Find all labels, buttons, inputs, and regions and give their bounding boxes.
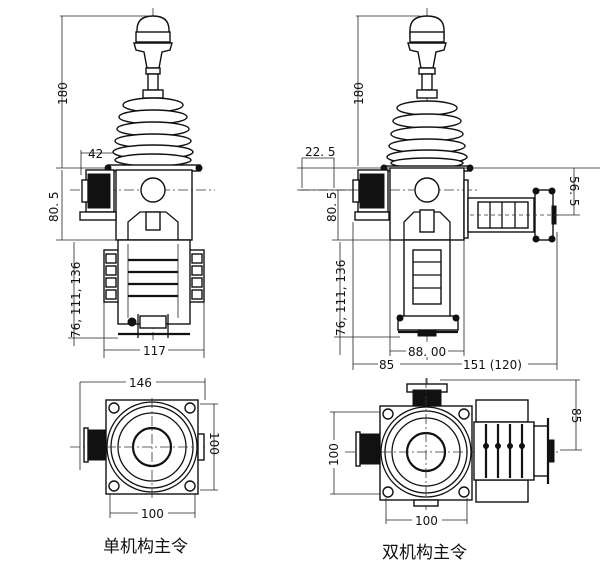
- dim-side-100-double: 100: [327, 443, 341, 466]
- double-top-view: 85 100 1: [326, 378, 583, 563]
- dim-bottom-100-double: 100: [415, 514, 438, 528]
- dim-88: 88. 00: [408, 345, 446, 359]
- contact-rows: [105, 244, 203, 318]
- dim-bottom-100: 100: [141, 507, 164, 521]
- dim-146: 146: [129, 376, 152, 390]
- dim-180: 180: [56, 82, 70, 105]
- dim-side-100: 100: [207, 432, 221, 455]
- caption-double: 双机构主令: [382, 543, 467, 563]
- caption-single: 单机构主令: [103, 537, 188, 557]
- dim-22-5: 22. 5: [305, 145, 336, 159]
- dim-85: 85: [379, 358, 394, 372]
- dim-80-5: 80. 5: [47, 191, 61, 222]
- single-dimensions: 180 42 80. 5 76, 111, 136 117: [47, 15, 205, 358]
- dim-151-120: 151 (120): [463, 358, 522, 372]
- dim-76-111-136: 76, 111, 136: [69, 262, 83, 338]
- dim-76-111-136-double: 76, 111, 136: [334, 260, 348, 336]
- dim-85-top: 85: [569, 408, 583, 423]
- single-top-view: 146 100 100 单机构主令: [70, 375, 221, 557]
- dim-56-5: 56. 5: [567, 176, 581, 207]
- double-dimensions: 180 22. 5 80. 5 56. 5 76, 111, 136 88. 0…: [297, 15, 600, 372]
- dim-180-double: 180: [352, 82, 366, 105]
- dim-80-5-double: 80. 5: [325, 191, 339, 222]
- double-front-view: [300, 8, 560, 360]
- dim-42: 42: [88, 147, 103, 161]
- dim-117: 117: [143, 344, 166, 358]
- single-front-view: [70, 8, 215, 340]
